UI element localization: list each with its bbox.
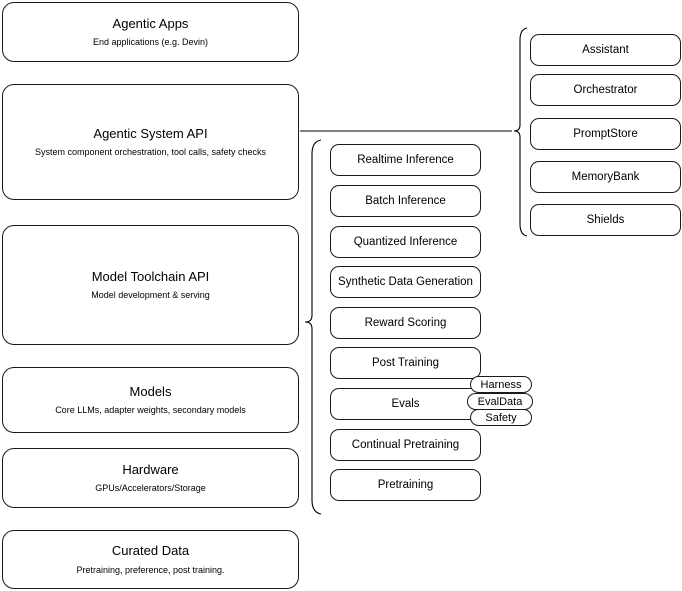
brace-toolchain-capabilities xyxy=(304,139,322,515)
layer-title: Models xyxy=(129,383,172,399)
layer-subtitle: System component orchestration, tool cal… xyxy=(34,147,267,157)
layer-title: Curated Data xyxy=(111,543,190,559)
chip-label: Quantized Inference xyxy=(353,235,458,248)
component-label: Orchestrator xyxy=(573,83,638,96)
layer-curated-data[interactable]: Curated Data Pretraining, preference, po… xyxy=(2,530,299,589)
component-promptstore[interactable]: PromptStore xyxy=(530,118,681,150)
component-label: MemoryBank xyxy=(571,170,640,183)
component-shields[interactable]: Shields xyxy=(530,204,681,236)
layer-subtitle: Pretraining, preference, post training. xyxy=(76,564,225,575)
layer-models[interactable]: Models Core LLMs, adapter weights, secon… xyxy=(2,367,299,433)
chip-label: Continual Pretraining xyxy=(351,438,460,451)
layer-title: Hardware xyxy=(122,461,179,477)
chip-synthetic-data-generation[interactable]: Synthetic Data Generation xyxy=(330,266,481,298)
chip-evals[interactable]: Evals xyxy=(330,388,481,420)
layer-subtitle: GPUs/Accelerators/Storage xyxy=(95,483,206,493)
chip-label: Pretraining xyxy=(377,478,434,491)
pill-label: EvalData xyxy=(477,395,523,408)
layer-title: Agentic Apps xyxy=(112,15,189,31)
pill-label: Safety xyxy=(485,411,517,424)
chip-realtime-inference[interactable]: Realtime Inference xyxy=(330,144,481,176)
component-label: PromptStore xyxy=(573,127,638,140)
chip-label: Post Training xyxy=(371,356,440,369)
layer-agentic-system-api[interactable]: Agentic System API System component orch… xyxy=(2,84,299,200)
layer-subtitle: Core LLMs, adapter weights, secondary mo… xyxy=(55,405,246,415)
layer-subtitle: Model development & serving xyxy=(91,290,210,300)
component-memorybank[interactable]: MemoryBank xyxy=(530,161,681,193)
chip-quantized-inference[interactable]: Quantized Inference xyxy=(330,226,481,258)
chip-label: Reward Scoring xyxy=(364,316,447,329)
chip-post-training[interactable]: Post Training xyxy=(330,347,481,379)
layer-model-toolchain-api[interactable]: Model Toolchain API Model development & … xyxy=(2,225,299,345)
chip-pretraining[interactable]: Pretraining xyxy=(330,469,481,501)
chip-label: Batch Inference xyxy=(365,194,446,207)
pill-harness[interactable]: Harness xyxy=(470,376,532,393)
chip-reward-scoring[interactable]: Reward Scoring xyxy=(330,307,481,339)
pill-evaldata[interactable]: EvalData xyxy=(467,393,533,410)
component-label: Assistant xyxy=(582,43,629,56)
chip-label: Realtime Inference xyxy=(357,153,454,166)
chip-label: Synthetic Data Generation xyxy=(338,275,473,288)
pill-safety[interactable]: Safety xyxy=(470,409,532,426)
pill-label: Harness xyxy=(480,378,522,391)
layer-title: Agentic System API xyxy=(93,125,208,141)
layer-title: Model Toolchain API xyxy=(91,268,210,284)
chip-continual-pretraining[interactable]: Continual Pretraining xyxy=(330,429,481,461)
layer-agentic-apps[interactable]: Agentic Apps End applications (e.g. Devi… xyxy=(2,2,299,62)
layer-hardware[interactable]: Hardware GPUs/Accelerators/Storage xyxy=(2,448,299,508)
component-assistant[interactable]: Assistant xyxy=(530,34,681,66)
chip-batch-inference[interactable]: Batch Inference xyxy=(330,185,481,217)
component-orchestrator[interactable]: Orchestrator xyxy=(530,74,681,106)
brace-system-components xyxy=(513,27,528,237)
chip-label: Evals xyxy=(391,397,420,410)
component-label: Shields xyxy=(586,213,625,226)
layer-subtitle: End applications (e.g. Devin) xyxy=(92,37,209,47)
